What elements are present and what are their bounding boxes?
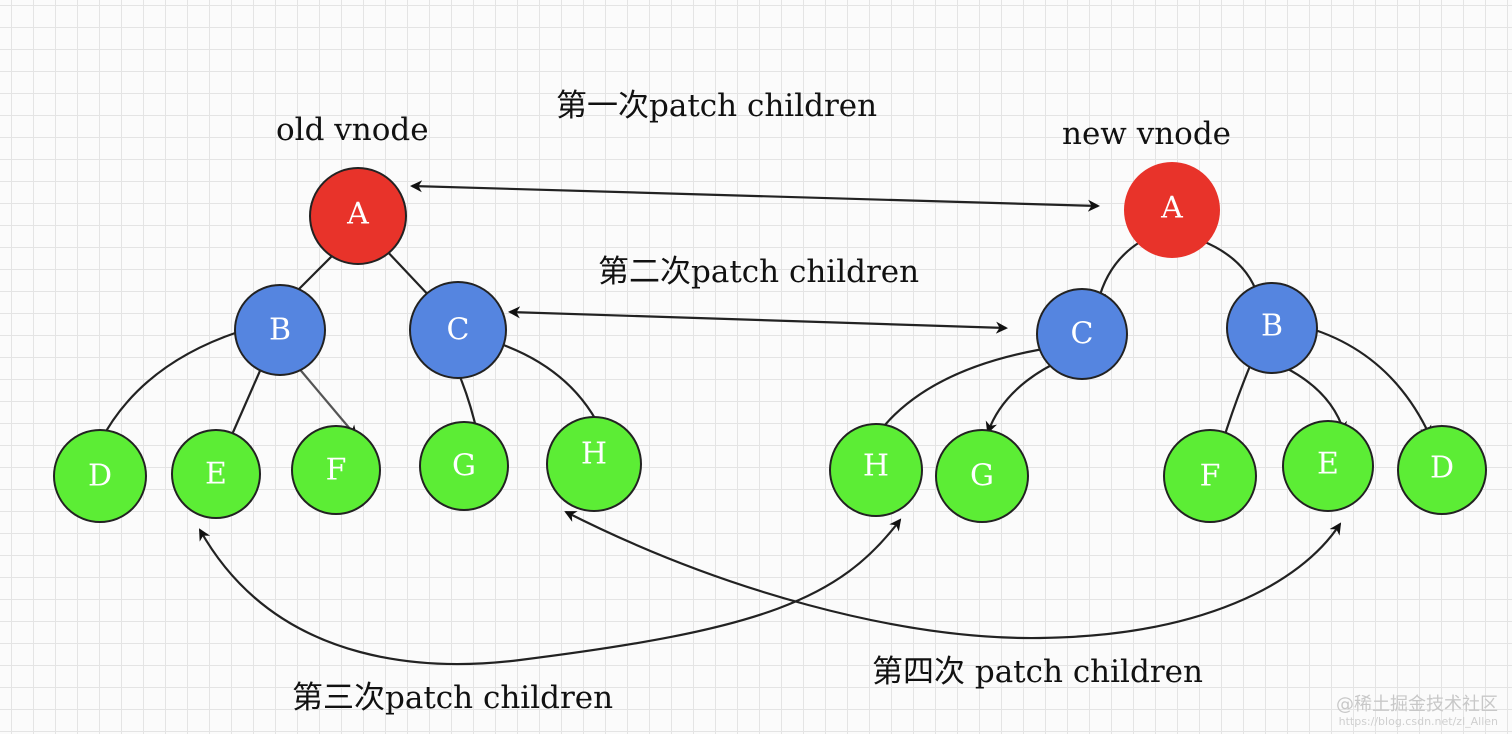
edge-old-b-d <box>99 330 239 444</box>
tree-node-leaf: F <box>1163 429 1257 523</box>
patch-2-caption: 第二次patch children <box>598 254 919 290</box>
patch-arrows <box>199 180 1342 666</box>
patch-arrow-4 <box>564 511 1342 640</box>
node-label: D <box>88 459 112 494</box>
edge-new-a-c <box>1094 241 1141 304</box>
edge-new-a-b <box>1199 238 1261 298</box>
edge-old-b-e <box>225 363 265 448</box>
new-tree-edges <box>874 238 1432 446</box>
edge-new-c-h <box>874 344 1063 438</box>
tree-node-leaf: G <box>935 429 1029 523</box>
patch-arrow-3 <box>199 518 902 666</box>
watermark-brand: @稀土掘金技术社区 <box>1336 694 1498 715</box>
tree-node-inner: C <box>1036 288 1128 380</box>
old-vnode-caption: old vnode <box>276 112 429 148</box>
tree-node-leaf: D <box>53 429 147 523</box>
node-label: C <box>447 313 470 348</box>
patch-4-caption: 第四次 patch children <box>872 654 1203 690</box>
tree-node-root: A <box>1124 162 1220 258</box>
node-label: F <box>1200 459 1221 494</box>
tree-node-leaf: H <box>546 416 642 512</box>
node-label: F <box>326 453 347 488</box>
new-vnode-caption: new vnode <box>1062 116 1231 152</box>
old-tree: A B C D E F G <box>53 167 642 523</box>
node-label: H <box>863 449 889 484</box>
tree-node-inner: B <box>234 284 326 376</box>
watermark: @稀土掘金技术社区 https://blog.csdn.net/zl_Allen <box>1336 694 1498 729</box>
node-label: H <box>581 437 607 472</box>
node-label: B <box>269 313 291 348</box>
node-label: E <box>205 457 227 492</box>
watermark-url: https://blog.csdn.net/zl_Allen <box>1338 715 1498 728</box>
tree-node-leaf: D <box>1397 425 1487 515</box>
node-label: B <box>1261 309 1283 344</box>
node-label: A <box>346 197 369 232</box>
new-tree: A C B H G F E <box>829 162 1487 523</box>
node-label: D <box>1430 451 1454 486</box>
tree-node-leaf: H <box>829 423 923 517</box>
patch-arrow-2 <box>508 306 1008 334</box>
tree-node-leaf: F <box>291 425 381 515</box>
node-label: G <box>970 459 994 494</box>
edge-old-b-f <box>296 365 358 438</box>
patch-arrow-1 <box>410 180 1100 212</box>
tree-node-inner: B <box>1226 282 1318 374</box>
tree-node-leaf: E <box>1282 420 1374 512</box>
node-label: E <box>1317 447 1339 482</box>
tree-node-inner: C <box>409 281 507 379</box>
tree-node-leaf: G <box>419 421 509 511</box>
edge-new-b-d <box>1301 324 1432 438</box>
node-label: A <box>1160 191 1183 226</box>
node-label: G <box>452 449 476 484</box>
captions: old vnode new vnode 第一次patch children 第二… <box>276 88 1231 716</box>
patch-3-caption: 第三次patch children <box>292 680 613 716</box>
old-tree-edges <box>99 247 606 448</box>
patch-1-caption: 第一次patch children <box>556 88 877 124</box>
tree-node-root: A <box>309 167 407 265</box>
node-label: C <box>1071 317 1094 352</box>
tree-node-leaf: E <box>171 429 261 519</box>
